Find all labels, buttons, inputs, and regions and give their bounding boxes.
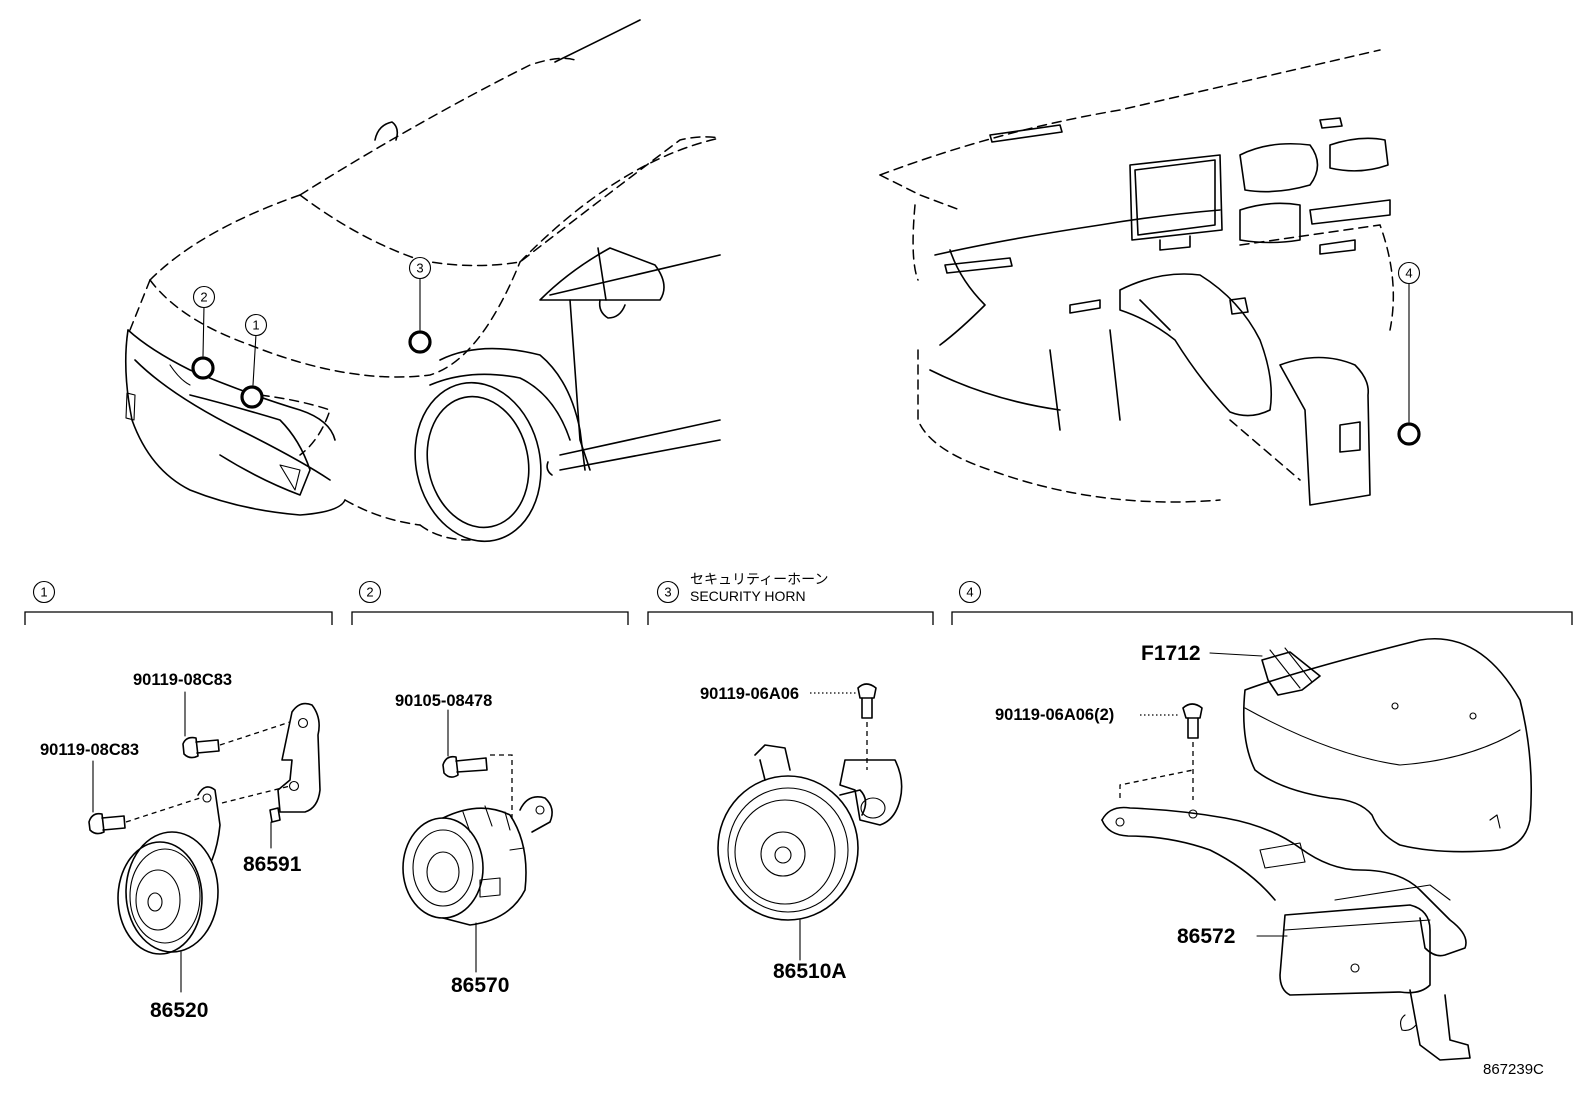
- location-marker-2: 2: [191, 285, 216, 380]
- interior-dashboard-illustration: [879, 49, 1395, 506]
- section-title-japanese: セキュリティーホーン: [690, 571, 828, 587]
- marker-number: 3: [416, 261, 423, 276]
- location-marker-1: 1: [240, 313, 268, 409]
- section-number: 2: [366, 585, 373, 600]
- section-1-parts: 90119-08C83 90119-08C83 86591 86520: [40, 671, 321, 1022]
- marker-number: 4: [1405, 266, 1412, 281]
- part-number-F1712: F1712: [1141, 642, 1201, 665]
- section-2-header: 2: [351, 580, 629, 625]
- car-front-illustration: [124, 19, 721, 543]
- section-number: 4: [966, 585, 973, 600]
- section-1-header: 1: [24, 580, 333, 625]
- section-4-parts: F1712 90119-06A06(2) 86572: [995, 638, 1533, 1061]
- section-4-header: 4: [951, 580, 1573, 625]
- part-number-86591: 86591: [243, 853, 302, 876]
- section-3-parts: 90119-06A06 86510A: [700, 683, 903, 983]
- part-number-86570: 86570: [451, 974, 509, 997]
- section-number: 1: [40, 585, 47, 600]
- part-number-86572: 86572: [1177, 925, 1235, 948]
- section-3-header: 3 セキュリティーホーン SECURITY HORN: [647, 571, 934, 625]
- marker-number: 1: [252, 318, 259, 333]
- part-number-90119-08C83-upper: 90119-08C83: [133, 671, 232, 689]
- section-number: 3: [664, 585, 671, 600]
- location-marker-3: 3: [408, 256, 432, 354]
- figure-id: 867239C: [1483, 1061, 1544, 1078]
- section-2-parts: 90105-08478 86570: [395, 692, 553, 997]
- part-number-90119-06A06-2: 90119-06A06(2): [995, 706, 1114, 724]
- part-number-86520: 86520: [150, 999, 208, 1022]
- part-number-90119-06A06: 90119-06A06: [700, 685, 799, 703]
- marker-number: 2: [200, 290, 207, 305]
- part-number-90105-08478: 90105-08478: [395, 692, 492, 710]
- part-number-86510A: 86510A: [773, 960, 847, 983]
- location-marker-4: 4: [1397, 261, 1421, 446]
- part-number-90119-08C83-lower: 90119-08C83: [40, 741, 139, 759]
- section-title-english: SECURITY HORN: [690, 588, 806, 604]
